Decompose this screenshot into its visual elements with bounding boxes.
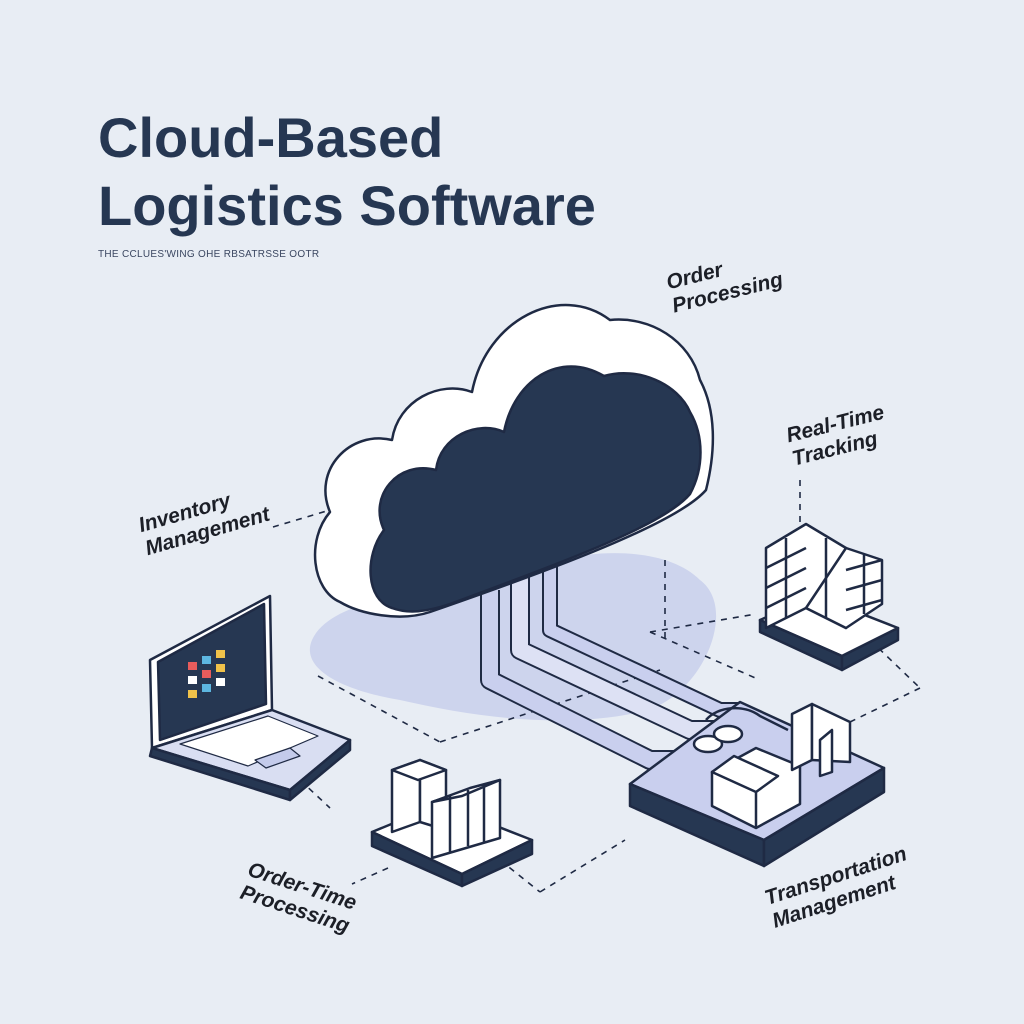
warehouse-icon — [628, 700, 886, 868]
connector-lines — [272, 480, 921, 893]
title-line-1: Cloud-Based — [98, 106, 444, 169]
container-stack-icon — [758, 522, 900, 672]
title-line-2: Logistics Software — [98, 174, 596, 237]
page-title: Cloud-Based Logistics Software — [98, 104, 596, 240]
laptop-icon — [148, 594, 352, 802]
package-stack-icon — [370, 758, 534, 888]
cloud-icon — [313, 303, 715, 618]
subtitle: THE CCLUES'WING OHE RBSATRSSE OOTR — [98, 249, 320, 260]
app-tiles — [188, 650, 225, 698]
